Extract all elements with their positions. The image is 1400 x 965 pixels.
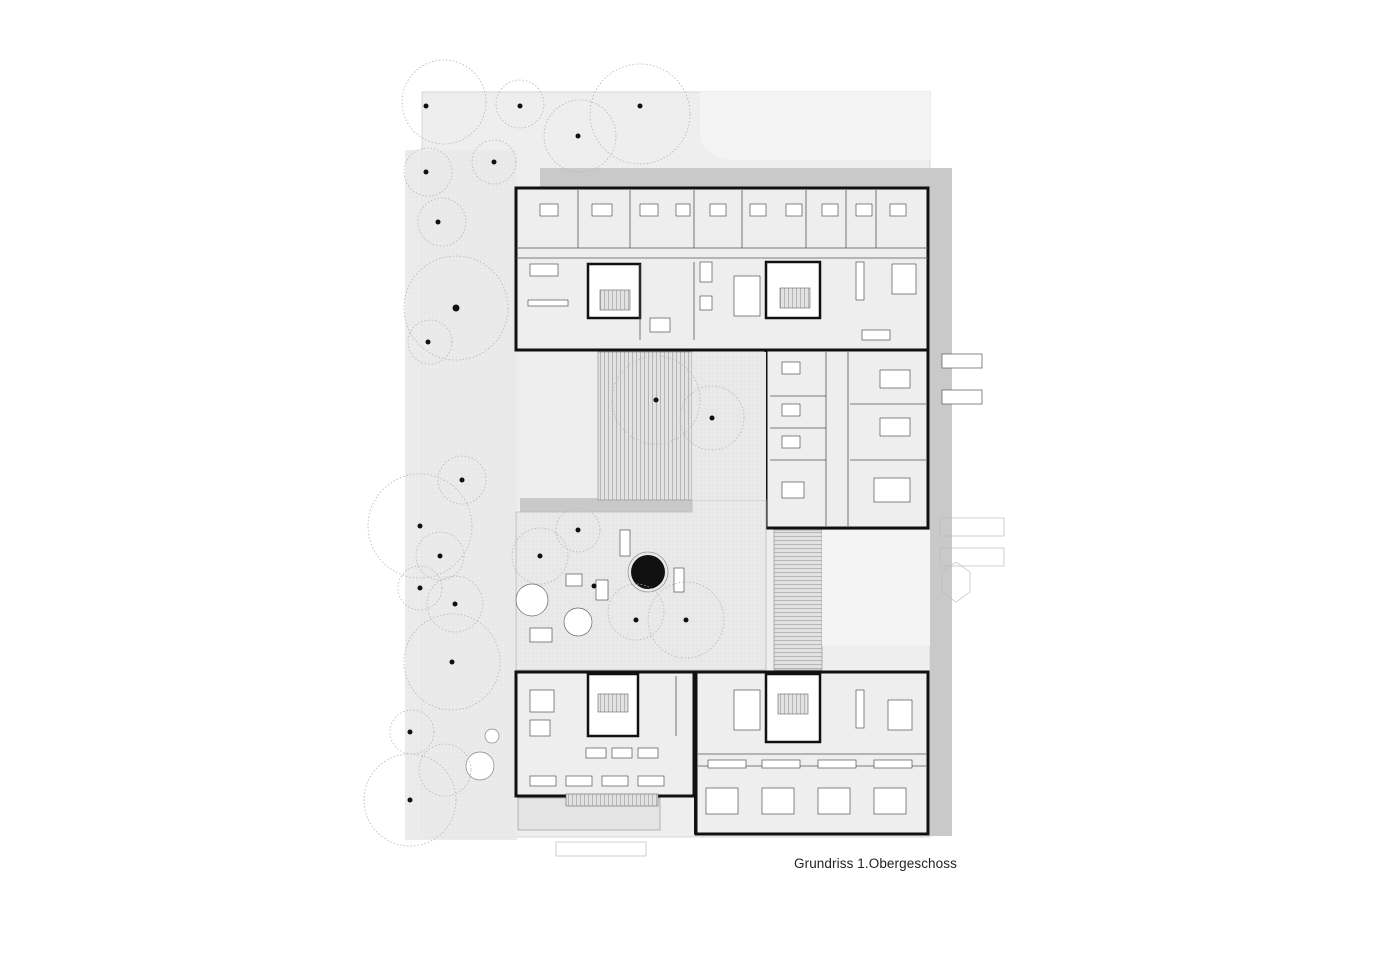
terrace-steps <box>597 351 823 671</box>
courtyard <box>515 352 930 671</box>
trees <box>363 59 745 847</box>
open-office-desks <box>705 759 913 815</box>
courtyard-pond <box>631 555 665 589</box>
south-east-block <box>694 670 930 836</box>
canteen-tables <box>529 747 665 787</box>
north-office-row <box>539 190 907 248</box>
outdoor-furniture <box>465 353 1005 857</box>
north-wing <box>514 186 930 352</box>
drawing-title: Grundriss 1.Obergeschoss <box>794 856 957 871</box>
